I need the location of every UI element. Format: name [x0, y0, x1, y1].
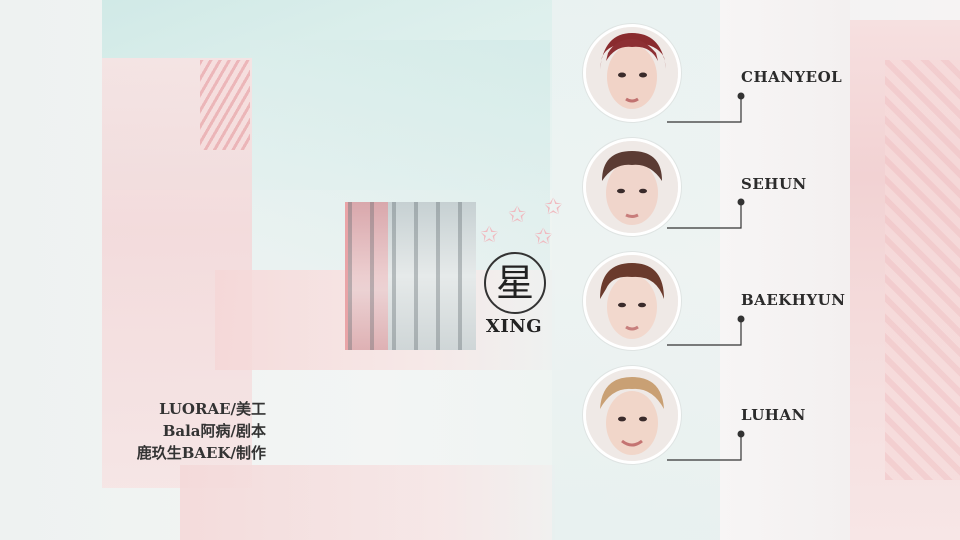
member-avatar-luhan[interactable] [583, 366, 681, 464]
decorative-stars: ✩ ✩ ✩ ✩ [478, 195, 568, 255]
member-name-luhan: LUHAN [741, 406, 806, 424]
credit-line: Bala阿病/剧本 [162, 422, 266, 440]
cactus-texture [200, 60, 250, 150]
face-portrait-icon [586, 27, 678, 119]
member-avatar-baekhyun[interactable] [583, 252, 681, 350]
face-portrait-icon [586, 141, 678, 233]
member-avatar-sehun[interactable] [583, 138, 681, 236]
pink-pattern-right [885, 60, 960, 480]
star-icon: ✩ [534, 225, 553, 250]
member-name-sehun: SEHUN [741, 175, 807, 193]
face-portrait-icon [586, 369, 678, 461]
star-icon: ✩ [480, 223, 499, 248]
emblem-character: 星 [495, 261, 534, 305]
member-name-chanyeol: CHANYEOL [741, 68, 843, 86]
credit-line: LUORAE/美工 [159, 400, 266, 418]
credits: LUORAE/美工 Bala阿病/剧本 鹿玖生BAEK/制作 [100, 398, 266, 464]
face-portrait-icon [586, 255, 678, 347]
white-strip [720, 0, 850, 540]
photo-collage-frame [345, 202, 476, 350]
connector-line [667, 92, 745, 123]
connector-line [667, 430, 745, 461]
member-name-baekhyun: BAEKHYUN [741, 291, 846, 309]
credit-line: 鹿玖生BAEK/制作 [136, 444, 266, 462]
pink-texture-block-bottom [180, 465, 555, 540]
emblem-circle: 星 [484, 252, 546, 314]
connector-line [667, 315, 745, 346]
star-icon: ✩ [544, 195, 563, 220]
connector-line [667, 198, 745, 229]
member-avatar-chanyeol[interactable] [583, 24, 681, 122]
star-icon: ✩ [508, 203, 527, 228]
emblem-label: XING [485, 316, 543, 337]
